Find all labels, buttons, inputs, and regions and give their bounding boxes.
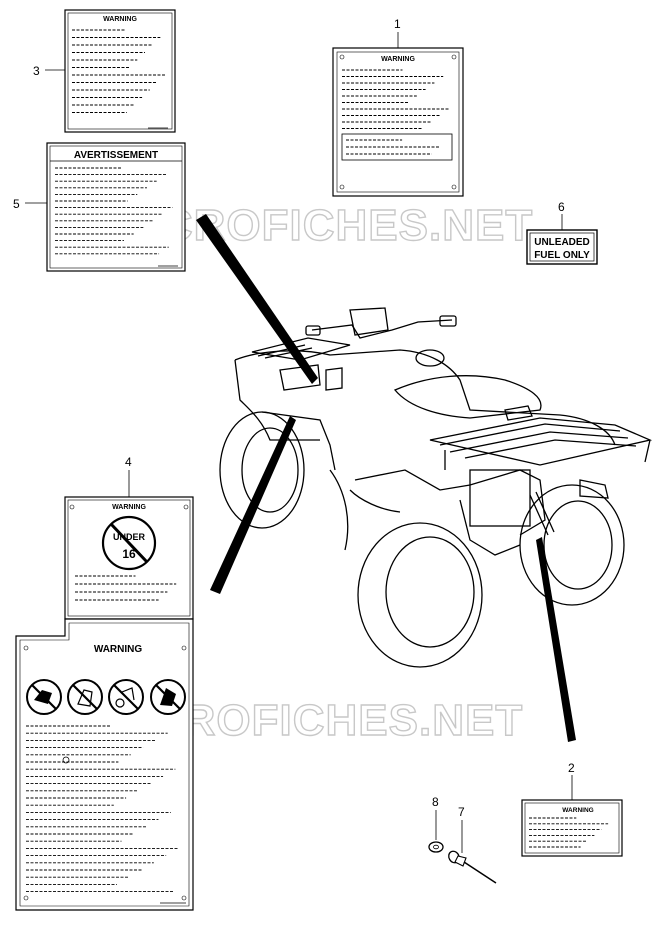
- rivet-part: [448, 850, 497, 884]
- atv-illustration: [219, 307, 653, 668]
- callout-8: 8: [432, 795, 439, 809]
- label4-lower-title: WARNING: [94, 644, 143, 655]
- callout-4: 4: [125, 455, 132, 469]
- washer-part: [428, 841, 444, 853]
- label3-text-lines: [72, 29, 166, 113]
- leader-label5: [196, 214, 318, 384]
- leader-label2: [536, 537, 576, 742]
- no-paved-road-icon: [108, 679, 144, 715]
- label-6: UNLEADED FUEL ONLY: [526, 229, 598, 265]
- callout-1: 1: [394, 17, 401, 31]
- leader-label4: [210, 416, 296, 594]
- no-drinking-icon: [67, 679, 103, 715]
- label1-title: WARNING: [381, 56, 415, 63]
- label6-line2: FUEL ONLY: [534, 250, 590, 261]
- label5-text-lines: [55, 167, 173, 255]
- label4-badge-line2: 16: [122, 547, 136, 561]
- leader-lines: [196, 214, 576, 742]
- no-helmetless-icon: [150, 679, 186, 715]
- label-3: WARNING: [64, 9, 176, 133]
- label3-title: WARNING: [103, 16, 137, 23]
- label-5: AVERTISSEMENT: [46, 142, 186, 272]
- label-4: WARNING UNDER 16 WARNING: [15, 496, 194, 911]
- label4-lower-lines: [26, 725, 179, 893]
- label5-title: AVERTISSEMENT: [74, 150, 158, 161]
- callout-7: 7: [458, 805, 465, 819]
- callout-6: 6: [558, 200, 565, 214]
- label1-box-lines: [346, 139, 440, 155]
- label6-line1: UNLEADED: [534, 237, 590, 248]
- label4-badge-line1: UNDER: [113, 532, 146, 542]
- under-16-icon: UNDER 16: [101, 515, 157, 571]
- label1-text-lines: [342, 69, 449, 129]
- callout-3: 3: [33, 64, 40, 78]
- label2-title: WARNING: [562, 807, 593, 814]
- label-1: WARNING: [332, 47, 464, 197]
- label4-title: WARNING: [112, 504, 146, 511]
- label2-text-lines: [529, 817, 609, 848]
- label4-upper-lines: [75, 575, 177, 601]
- label-2: WARNING: [521, 799, 623, 857]
- no-passenger-icon: [26, 679, 62, 715]
- callout-2: 2: [568, 761, 575, 775]
- callout-5: 5: [13, 197, 20, 211]
